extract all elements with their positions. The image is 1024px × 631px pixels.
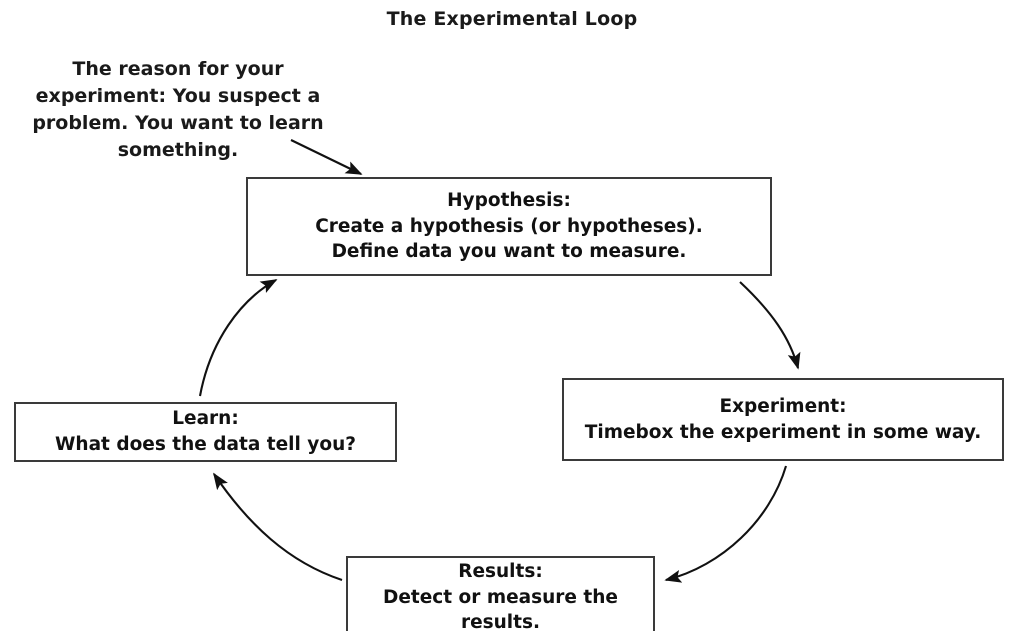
node-results[interactable]: Results: Detect or measure the results.: [346, 556, 655, 631]
node-hypothesis-line-2: Define data you want to measure.: [331, 241, 687, 263]
page-title: The Experimental Loop: [386, 8, 638, 30]
node-hypothesis-title: Hypothesis:: [447, 190, 571, 212]
node-results-line-1: Detect or measure the results.: [383, 586, 618, 631]
edge-experiment-to-results: [664, 465, 788, 583]
node-learn[interactable]: Learn: What does the data tell you?: [14, 402, 397, 462]
node-hypothesis-line-1: Create a hypothesis (or hypotheses).: [315, 215, 703, 237]
reason-note: The reason for your experiment: You susp…: [8, 56, 348, 164]
edge-learn-to-hypothesis: [198, 279, 278, 397]
edge-results-to-learn: [213, 472, 343, 581]
node-learn-title: Learn:: [172, 408, 239, 430]
node-results-title: Results:: [458, 561, 543, 583]
node-experiment[interactable]: Experiment: Timebox the experiment in so…: [562, 378, 1004, 461]
edge-hypothesis-to-experiment: [739, 281, 801, 370]
node-experiment-line-1: Timebox the experiment in some way.: [584, 421, 982, 443]
node-experiment-title: Experiment:: [719, 395, 847, 417]
reason-note-line-1: The reason for your experiment:: [35, 58, 284, 107]
reason-note-line-2: You suspect a problem.: [32, 84, 321, 134]
reason-note-line-3: You want to learn something.: [117, 111, 324, 161]
node-learn-line-1: What does the data tell you?: [55, 434, 356, 455]
node-hypothesis[interactable]: Hypothesis: Create a hypothesis (or hypo…: [246, 177, 772, 276]
